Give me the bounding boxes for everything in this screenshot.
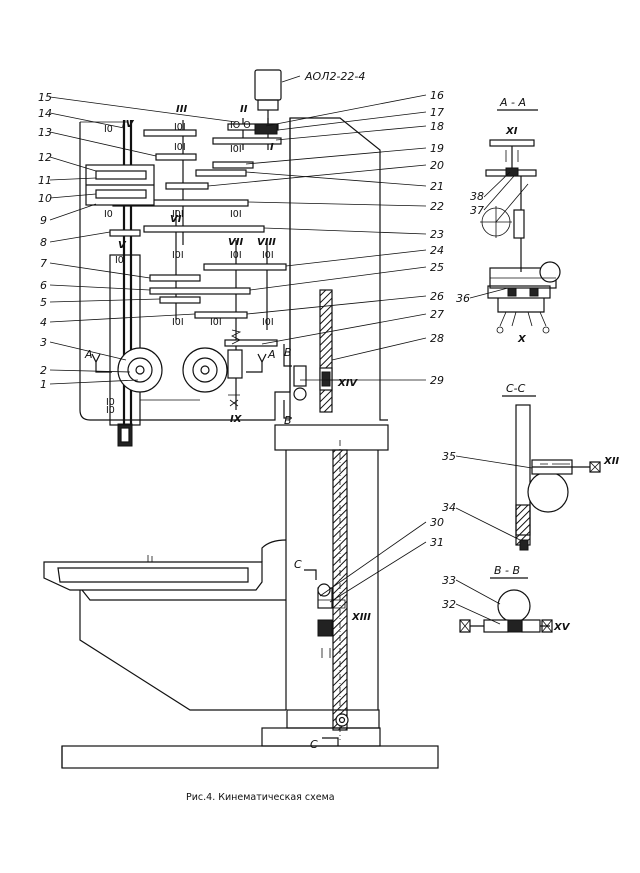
part-38: 38 <box>470 190 484 203</box>
part-21: 21 <box>430 180 444 193</box>
machine-frame <box>43 117 439 769</box>
part-5: 5 <box>40 296 47 309</box>
part-23: 23 <box>430 228 444 241</box>
cut-mark-c-lower: С <box>310 738 318 751</box>
part-25: 25 <box>430 261 444 274</box>
part-32: 32 <box>442 598 456 611</box>
cut-mark-c-upper: С <box>294 558 302 571</box>
shaft-II: II <box>240 104 248 115</box>
shaft-VIII: VIII <box>257 237 276 248</box>
svg-text:Ι0: Ι0 <box>115 255 124 266</box>
part-36: 36 <box>456 292 470 305</box>
shaft-XV: XV <box>553 622 571 633</box>
section-cut-marks: А А В В С С <box>84 344 339 751</box>
section-a-a: А - А <box>480 96 561 334</box>
part-13: 13 <box>38 126 52 139</box>
svg-text:Ι0: Ι0 <box>106 405 115 416</box>
part-18: 18 <box>430 120 444 133</box>
shaft-XI: XI <box>505 126 518 137</box>
section-b-b: В - В <box>459 564 553 633</box>
figure-caption: Рис.4. Кинематическая схема <box>186 792 335 803</box>
section-c-c-title: С-С <box>506 382 526 395</box>
part-8: 8 <box>40 236 47 249</box>
svg-text:Ι0Ι: Ι0Ι <box>172 209 184 220</box>
svg-text:Ι0Ι: Ι0Ι <box>210 317 222 328</box>
part-14: 14 <box>38 107 52 120</box>
cut-mark-a-left: А <box>84 348 93 361</box>
shaft-I: I <box>270 142 274 153</box>
part-number-labels: 15 14 13 12 11 10 9 8 7 6 5 4 3 2 1 16 1… <box>38 89 484 611</box>
part-28: 28 <box>430 332 444 345</box>
part-35: 35 <box>442 450 456 463</box>
section-c-c: С-С <box>502 382 601 551</box>
part-1: 1 <box>40 378 47 391</box>
shaft-numerals: II III IV I V VI VII VIII IX X XI XII XI… <box>118 104 619 633</box>
shaft-VI: VI <box>170 214 182 225</box>
leader-lines <box>49 94 533 625</box>
part-27: 27 <box>430 308 444 321</box>
svg-text:Ι0Ι: Ι0Ι <box>230 209 242 220</box>
cut-mark-b-lower: В <box>284 414 292 427</box>
part-31: 31 <box>430 536 444 549</box>
part-37: 37 <box>470 204 484 217</box>
shaft-IX: IX <box>230 414 243 425</box>
svg-text:Ι0Ι: Ι0Ι <box>172 250 184 261</box>
motor: АОЛ2-22-4 <box>254 69 365 128</box>
section-a-a-title: А - А <box>499 96 526 109</box>
feed-mechanism <box>117 329 243 407</box>
shaft-V: V <box>118 240 127 251</box>
cut-mark-b-upper: В <box>284 346 292 359</box>
part-15: 15 <box>38 91 52 104</box>
section-b-b-title: В - В <box>494 564 520 577</box>
part-29: 29 <box>430 374 444 387</box>
part-3: 3 <box>40 336 47 349</box>
gear-set <box>85 123 287 347</box>
part-30: 30 <box>430 516 444 529</box>
part-12: 12 <box>38 151 52 164</box>
part-19: 19 <box>430 142 444 155</box>
part-20: 20 <box>430 159 444 172</box>
bearing-marks: Ι0 Ι0Ι ΙΟ Ο Ι0Ι Ι0Ι Ι0 Ι0Ι Ι0Ι Ι0 Ι0Ι Ι0… <box>104 120 274 416</box>
part-22: 22 <box>430 200 444 213</box>
part-10: 10 <box>38 192 52 205</box>
svg-text:Ι0: Ι0 <box>106 397 115 408</box>
part-24: 24 <box>430 244 444 257</box>
svg-text:Ι0Ι: Ι0Ι <box>230 144 242 155</box>
cut-mark-a-right: А <box>267 348 276 361</box>
svg-text:Ι0: Ι0 <box>104 209 113 220</box>
svg-text:Ι0Ι: Ι0Ι <box>262 317 274 328</box>
svg-text:Ι0Ι: Ι0Ι <box>174 142 186 153</box>
part-6: 6 <box>40 279 47 292</box>
part-4: 4 <box>40 316 47 329</box>
part-7: 7 <box>40 257 47 270</box>
part-2: 2 <box>40 364 47 377</box>
part-26: 26 <box>430 290 444 303</box>
part-16: 16 <box>430 89 444 102</box>
svg-text:Ι0Ι: Ι0Ι <box>174 122 186 133</box>
shaft-XIV: XIV <box>337 378 358 389</box>
part-9: 9 <box>40 214 47 227</box>
shaft-XIII: XIII <box>351 612 371 623</box>
part-11: 11 <box>38 174 52 187</box>
motor-model-label: АОЛ2-22-4 <box>304 70 365 83</box>
rack-column <box>293 289 350 731</box>
svg-text:Ι0Ι: Ι0Ι <box>172 317 184 328</box>
shaft-III: III <box>176 104 187 115</box>
svg-text:Ι0: Ι0 <box>104 124 113 135</box>
shaft-IV: IV <box>122 119 135 130</box>
part-17: 17 <box>430 106 444 119</box>
svg-text:Ι0Ι: Ι0Ι <box>230 250 242 261</box>
shaft-VII: VII <box>228 237 243 248</box>
svg-text:Ι0Ι: Ι0Ι <box>262 250 274 261</box>
svg-text:ΙΟ Ο: ΙΟ Ο <box>230 120 251 131</box>
part-34: 34 <box>442 501 456 514</box>
shaft-XII: XII <box>603 456 619 467</box>
shaft-X: X <box>517 334 527 345</box>
part-33: 33 <box>442 574 456 587</box>
